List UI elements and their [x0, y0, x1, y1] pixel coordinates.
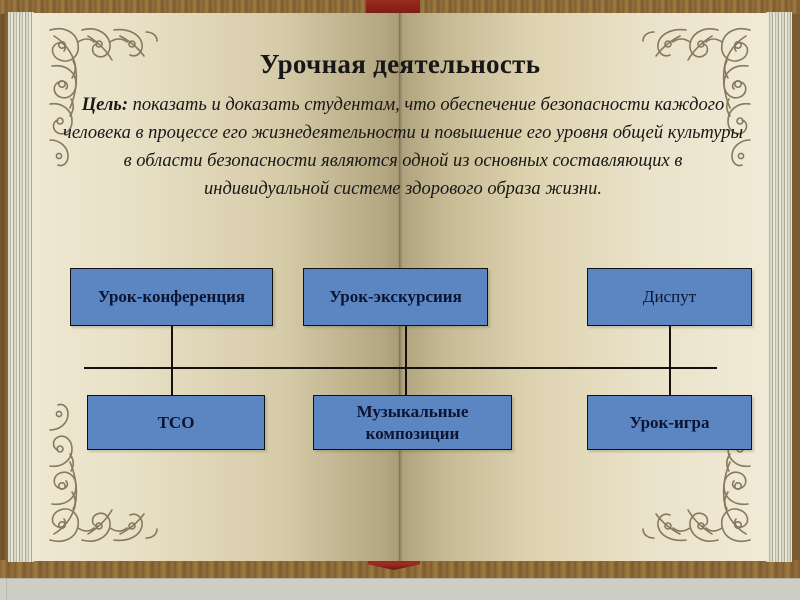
diagram-node-urok-igra[interactable]: Урок-игра: [587, 395, 752, 450]
page-title: Урочная деятельность: [259, 49, 541, 79]
page-edge-right: [766, 12, 792, 562]
viewer-tick-mark: [6, 579, 7, 600]
connector-vertical-right: [669, 326, 671, 395]
diagram-node-tso[interactable]: ТСО: [87, 395, 265, 450]
slide-content: Урочная деятельность Цель: показать и до…: [32, 13, 768, 561]
corner-ornament-top-left-icon: [42, 20, 162, 170]
goal-body: показать и доказать студентам, что обесп…: [63, 95, 743, 199]
connector-vertical-center: [405, 326, 407, 395]
diagram-node-muzykalnye-kompozicii[interactable]: Музыкальные композиции: [313, 395, 512, 450]
goal-paragraph: Цель: показать и доказать студентам, что…: [60, 91, 746, 203]
page-edge-left: [8, 12, 34, 562]
corner-ornament-bottom-left-icon: [42, 400, 162, 550]
connector-horizontal-main: [84, 367, 717, 369]
lesson-types-diagram: Урок-конференция Урок-экскурсиия Диспут …: [32, 13, 768, 561]
connector-vertical-left: [171, 326, 173, 395]
book-bottom-edge: [0, 560, 800, 578]
corner-ornament-top-right-icon: [638, 20, 758, 170]
goal-label: Цель:: [81, 95, 128, 115]
diagram-node-urok-ekskursiya[interactable]: Урок-экскурсиия: [303, 268, 488, 326]
diagram-node-disput[interactable]: Диспут: [587, 268, 752, 326]
diagram-node-urok-konferenciya[interactable]: Урок-конференция: [70, 268, 273, 326]
viewer-bottom-strip: [0, 578, 800, 600]
